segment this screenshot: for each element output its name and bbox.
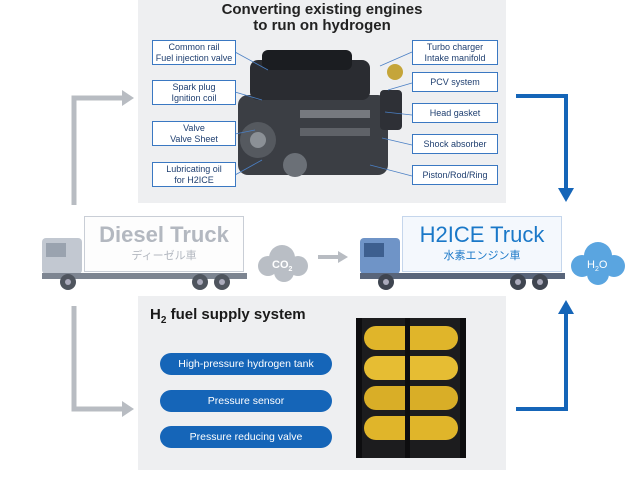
h2ice-truck-image xyxy=(360,238,565,290)
diesel-truck-body: Diesel Truck ディーゼル車 xyxy=(84,216,244,272)
fuel-title-rest: fuel supply system xyxy=(166,306,306,323)
engine-section-title: Converting existing engines to run on hy… xyxy=(138,2,506,34)
co2-main: CO xyxy=(272,259,289,271)
arrow-middle-head xyxy=(338,251,348,263)
label-pcv-system: PCV system xyxy=(412,72,498,92)
hydrogen-tank-image xyxy=(356,318,466,458)
arrow-to-fuel-head xyxy=(122,401,134,417)
diesel-truck-name-jp: ディーゼル車 xyxy=(131,250,197,262)
label-text: Turbo charger xyxy=(426,41,484,52)
h2o-tail: O xyxy=(598,259,608,271)
label-text: Piston/Rod/Ring xyxy=(422,169,488,180)
h2o-sub: 2 xyxy=(594,266,599,274)
h2ice-truck-name-jp: 水素エンジン車 xyxy=(443,250,521,262)
arrow-engine-to-h2 xyxy=(516,94,568,190)
pill-hydrogen-tank: High-pressure hydrogen tank xyxy=(160,353,332,375)
label-valve: Valve Valve Sheet xyxy=(152,121,236,146)
label-lubricating-oil: Lubricating oil for H2ICE xyxy=(152,162,236,187)
arrow-fuel-to-h2-head xyxy=(558,300,574,314)
label-text: Valve xyxy=(183,122,205,133)
label-text: PCV system xyxy=(430,76,480,87)
co2-label: CO2 xyxy=(272,259,292,273)
arrow-to-engine xyxy=(71,95,124,205)
label-piston-rod-ring: Piston/Rod/Ring xyxy=(412,165,498,185)
pill-pressure-reducing-valve: Pressure reducing valve xyxy=(160,426,332,448)
label-text: Valve Sheet xyxy=(170,133,218,144)
arrow-to-fuel xyxy=(71,306,124,412)
co2-sub: 2 xyxy=(288,266,293,274)
label-head-gasket: Head gasket xyxy=(412,103,498,123)
label-common-rail: Common rail Fuel injection valve xyxy=(152,40,236,65)
label-turbo-charger: Turbo charger Intake manifold xyxy=(412,40,498,65)
label-text: Common rail xyxy=(168,41,220,52)
arrow-fuel-to-h2 xyxy=(516,312,568,411)
label-spark-plug: Spark plug Ignition coil xyxy=(152,80,236,105)
arrow-engine-to-h2-head xyxy=(558,188,574,202)
label-text: for H2ICE xyxy=(174,174,214,185)
label-text: Head gasket xyxy=(429,107,481,118)
label-shock-absorber: Shock absorber xyxy=(412,134,498,154)
label-text: Spark plug xyxy=(172,81,216,92)
fuel-section-title: H2 fuel supply system xyxy=(150,306,306,326)
engine-title-line1: Converting existing engines xyxy=(221,1,423,18)
h2o-cloud xyxy=(571,242,625,285)
label-text: Shock absorber xyxy=(423,138,487,149)
diesel-truck-image xyxy=(42,238,247,290)
engine-image xyxy=(238,50,403,177)
label-text: Ignition coil xyxy=(171,92,217,103)
arrow-to-engine-head xyxy=(122,90,134,106)
label-text: Lubricating oil xyxy=(166,163,222,174)
h2o-main: H xyxy=(587,259,595,271)
engine-title-line2: to run on hydrogen xyxy=(253,17,391,34)
diesel-truck-name: Diesel Truck xyxy=(99,222,229,247)
label-text: Fuel injection valve xyxy=(155,52,233,63)
pill-pressure-sensor: Pressure sensor xyxy=(160,390,332,412)
h2ice-truck-body: H2ICE Truck 水素エンジン車 xyxy=(402,216,562,272)
fuel-title-sub: 2 xyxy=(160,315,167,326)
co2-cloud xyxy=(258,245,308,282)
fuel-title-main: H xyxy=(150,306,161,323)
label-text: Intake manifold xyxy=(424,52,486,63)
h2ice-truck-name: H2ICE Truck xyxy=(419,222,545,247)
leader-lines xyxy=(234,51,413,177)
h2o-label: H2O xyxy=(587,259,607,273)
